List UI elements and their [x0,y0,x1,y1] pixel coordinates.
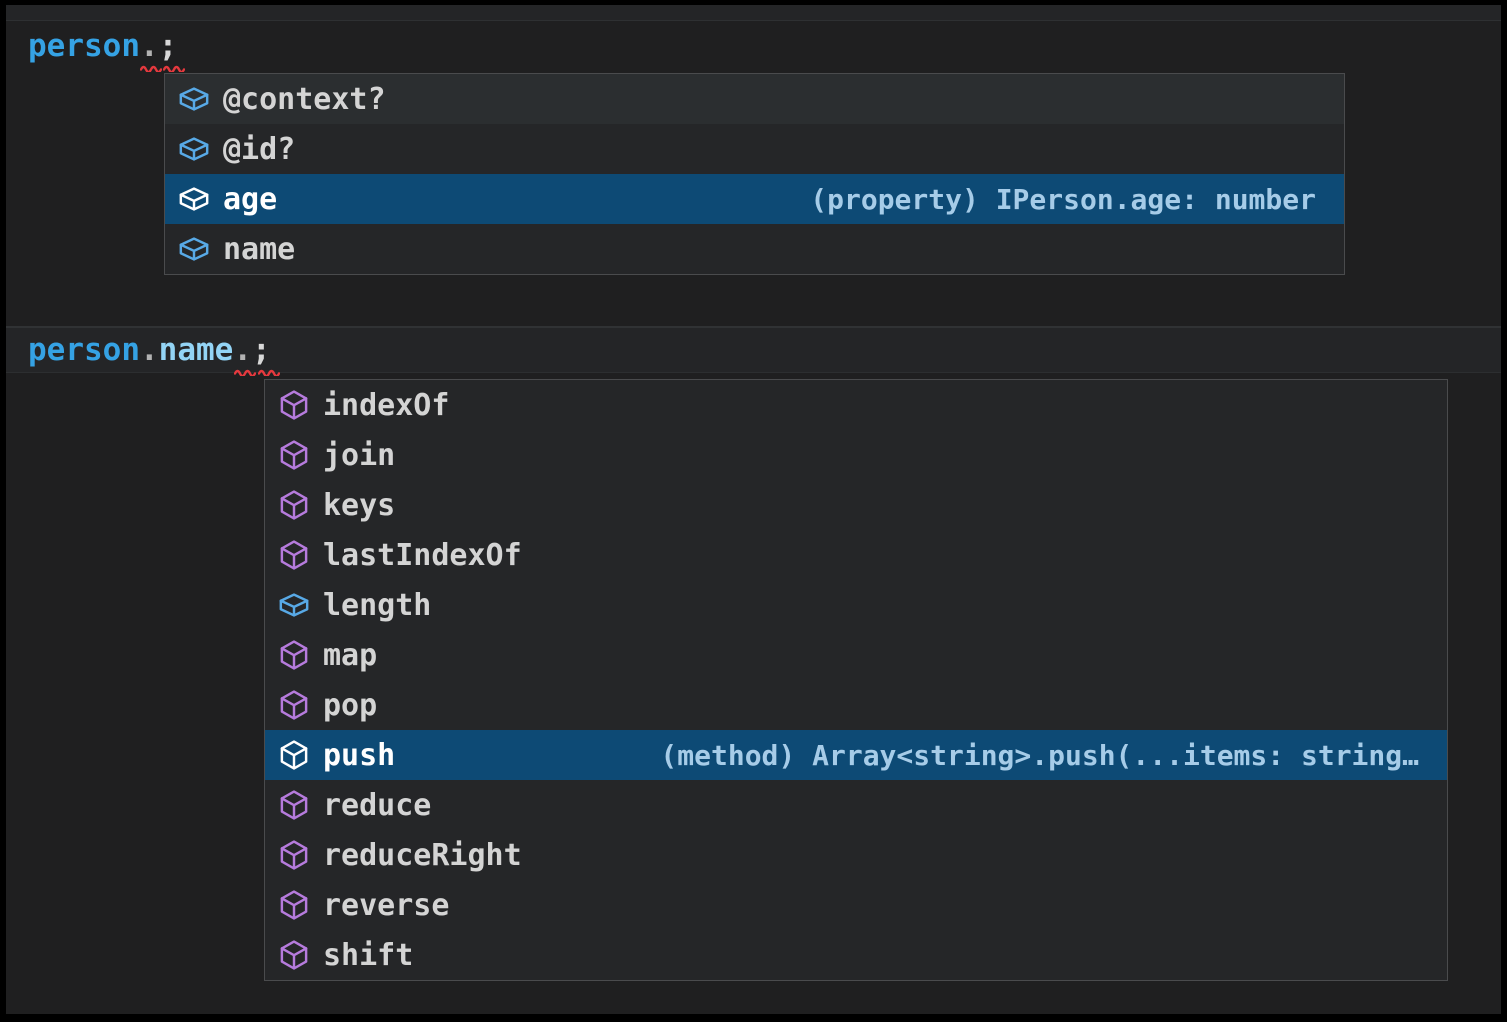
symbol-method-icon [275,636,313,674]
suggest-item-label: keys [323,487,396,523]
symbol-field-icon [175,230,213,268]
suggest-item[interactable]: name [165,224,1344,274]
suggest-item[interactable]: indexOf [265,380,1447,430]
current-line-highlight [6,328,1501,373]
suggest-item[interactable]: shift [265,930,1447,980]
suggest-item-label: @context? [223,81,386,117]
suggest-item-label: length [323,587,432,623]
suggest-item-label: age [223,181,278,217]
suggest-item-label: reduce [323,787,432,823]
suggest-item-label: pop [323,687,378,723]
suggest-item-label: reverse [323,887,450,923]
suggest-item[interactable]: lastIndexOf [265,530,1447,580]
symbol-method-icon [275,536,313,574]
suggest-item[interactable]: @context? [165,74,1344,124]
symbol-method-icon [275,486,313,524]
suggest-item-label: push [323,737,396,773]
suggest-item-label: lastIndexOf [323,537,522,573]
editor-surface[interactable]: person.; person.name.; @context? @id? ag… [6,5,1501,1014]
symbol-method-icon [275,936,313,974]
symbol-method-icon [275,436,313,474]
suggest-item[interactable]: push (method) Array<string>.push(...item… [265,730,1447,780]
error-squiggle [140,63,162,72]
suggest-item-label: indexOf [323,387,450,423]
code-token-property: name [158,332,234,368]
suggest-item[interactable]: age (property) IPerson.age: number [165,174,1344,224]
suggest-item[interactable]: pop [265,680,1447,730]
symbol-field-icon [175,80,213,118]
symbol-method-icon [275,836,313,874]
suggest-item[interactable]: reverse [265,880,1447,930]
code-line-1: person.; [28,27,177,65]
suggest-item[interactable]: @id? [165,124,1344,174]
symbol-method-icon [275,786,313,824]
symbol-method-icon [275,736,313,774]
code-token-punctuation: . [233,332,252,368]
suggest-item-detail: (property) IPerson.age: number [810,182,1316,216]
previous-line-strip [6,5,1501,21]
symbol-method-icon [275,686,313,724]
screenshot-seam-divider [6,326,1501,328]
error-squiggle [258,367,280,376]
suggest-item-label: shift [323,937,414,973]
code-token-punctuation-bright: ; [251,332,271,368]
code-line-2: person.name.; [28,331,271,369]
suggest-item[interactable]: length [265,580,1447,630]
suggest-item-label: name [223,231,296,267]
error-squiggle [234,367,256,376]
code-token-punctuation: . [139,28,159,64]
suggest-item-detail: (method) Array<string>.push(...items: st… [660,738,1419,772]
code-token-variable: person [28,28,140,64]
code-token-punctuation: . [139,332,159,368]
string-member-suggestions: indexOf join keys lastIndexOf length map… [264,379,1448,981]
suggest-item[interactable]: map [265,630,1447,680]
code-token-variable: person [28,332,140,368]
code-token-punctuation-bright: ; [158,28,178,64]
symbol-method-icon [275,386,313,424]
suggest-item[interactable]: keys [265,480,1447,530]
suggest-item-label: map [323,637,378,673]
suggest-item-label: reduceRight [323,837,522,873]
suggest-item[interactable]: reduce [265,780,1447,830]
suggest-item[interactable]: reduceRight [265,830,1447,880]
symbol-field-icon [175,180,213,218]
symbol-method-icon [275,886,313,924]
person-member-suggestions: @context? @id? age (property) IPerson.ag… [164,73,1345,275]
error-squiggle [163,63,185,72]
suggest-item-label: @id? [223,131,296,167]
suggest-item-label: join [323,437,396,473]
symbol-field-icon [275,586,313,624]
suggest-item[interactable]: join [265,430,1447,480]
symbol-field-icon [175,130,213,168]
